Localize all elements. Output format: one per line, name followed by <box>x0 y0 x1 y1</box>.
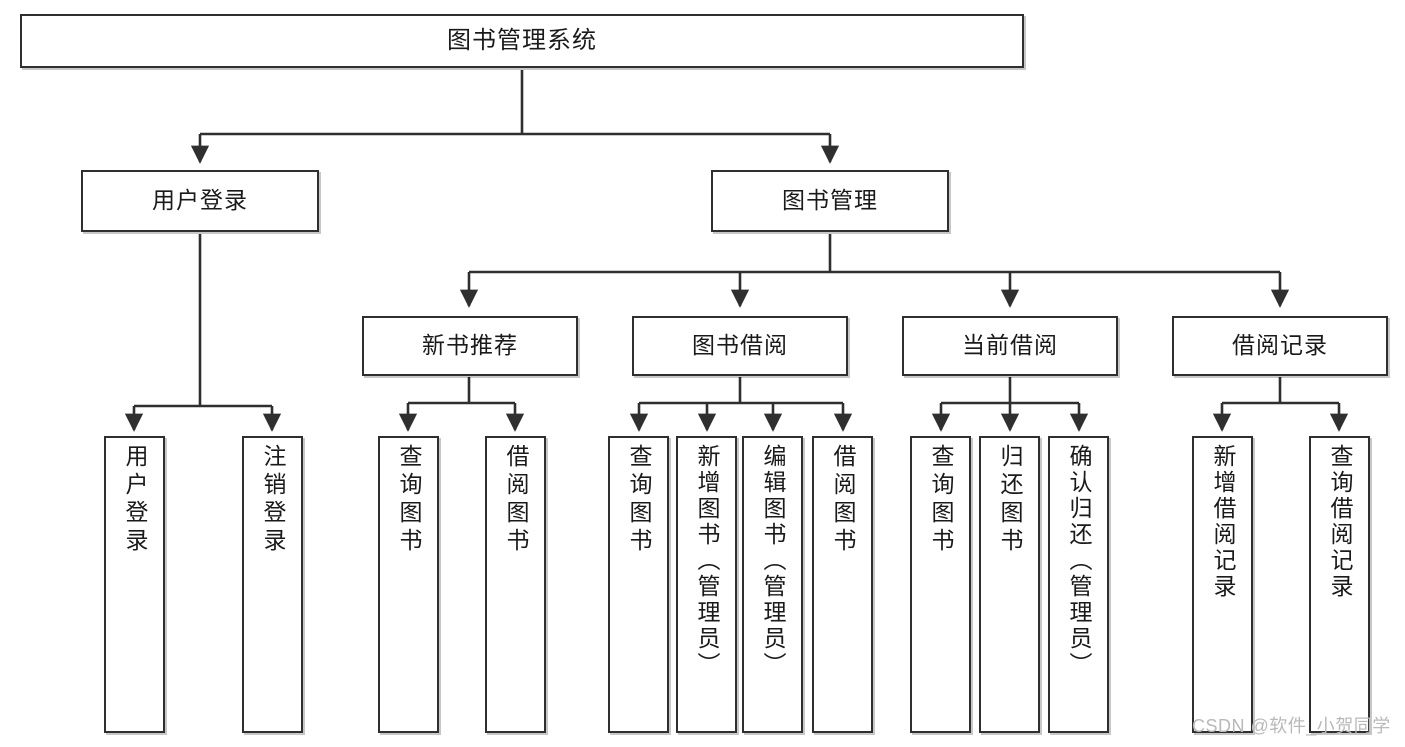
node-label: 当前借阅 <box>962 332 1058 359</box>
leaf-new-book-query[interactable]: 查询图书 <box>378 436 439 733</box>
leaf-label: 注销登录 <box>260 444 286 556</box>
leaf-user-login-logout[interactable]: 注销登录 <box>242 436 303 733</box>
leaf-borrow-record-add[interactable]: 新增借阅记录 <box>1192 436 1253 733</box>
leaf-user-login-login[interactable]: 用户登录 <box>104 436 165 733</box>
leaf-current-borrow-return[interactable]: 归还图书 <box>979 436 1040 733</box>
leaf-label: 查询图书 <box>928 444 954 556</box>
leaf-label: 借阅图书 <box>830 444 856 556</box>
node-root-book-management-system[interactable]: 图书管理系统 <box>20 14 1024 68</box>
node-book-borrow[interactable]: 图书借阅 <box>632 316 848 376</box>
csdn-watermark: CSDN @软件_小贺同学 <box>1192 716 1391 736</box>
leaf-book-borrow-add[interactable]: 新增图书（管理员） <box>676 436 737 733</box>
node-book-management[interactable]: 图书管理 <box>711 170 949 232</box>
leaf-label: 编辑图书（管理员） <box>760 444 786 678</box>
leaf-current-borrow-confirm-return[interactable]: 确认归还（管理员） <box>1048 436 1109 733</box>
leaf-label: 借阅图书 <box>503 444 529 556</box>
node-label: 借阅记录 <box>1232 332 1328 359</box>
leaf-borrow-record-query[interactable]: 查询借阅记录 <box>1309 436 1370 733</box>
node-user-login[interactable]: 用户登录 <box>81 170 319 232</box>
leaf-label: 用户登录 <box>122 444 148 556</box>
node-label: 用户登录 <box>152 187 248 214</box>
leaf-label: 新增图书（管理员） <box>694 444 720 678</box>
node-label: 图书管理 <box>782 187 878 214</box>
leaf-current-borrow-query[interactable]: 查询图书 <box>910 436 971 733</box>
node-label: 图书借阅 <box>692 332 788 359</box>
leaf-new-book-borrow[interactable]: 借阅图书 <box>485 436 546 733</box>
leaf-book-borrow-query[interactable]: 查询图书 <box>608 436 669 733</box>
leaf-label: 查询借阅记录 <box>1327 444 1353 600</box>
node-label: 新书推荐 <box>422 332 518 359</box>
leaf-label: 查询图书 <box>626 444 652 556</box>
leaf-book-borrow-edit[interactable]: 编辑图书（管理员） <box>742 436 803 733</box>
node-label: 图书管理系统 <box>447 26 597 54</box>
node-borrow-record[interactable]: 借阅记录 <box>1172 316 1388 376</box>
leaf-label: 新增借阅记录 <box>1210 444 1236 600</box>
leaf-label: 确认归还（管理员） <box>1066 444 1092 678</box>
node-current-borrow[interactable]: 当前借阅 <box>902 316 1118 376</box>
leaf-book-borrow-borrow[interactable]: 借阅图书 <box>812 436 873 733</box>
node-new-book-recommend[interactable]: 新书推荐 <box>362 316 578 376</box>
leaf-label: 归还图书 <box>997 444 1023 556</box>
leaf-label: 查询图书 <box>396 444 422 556</box>
